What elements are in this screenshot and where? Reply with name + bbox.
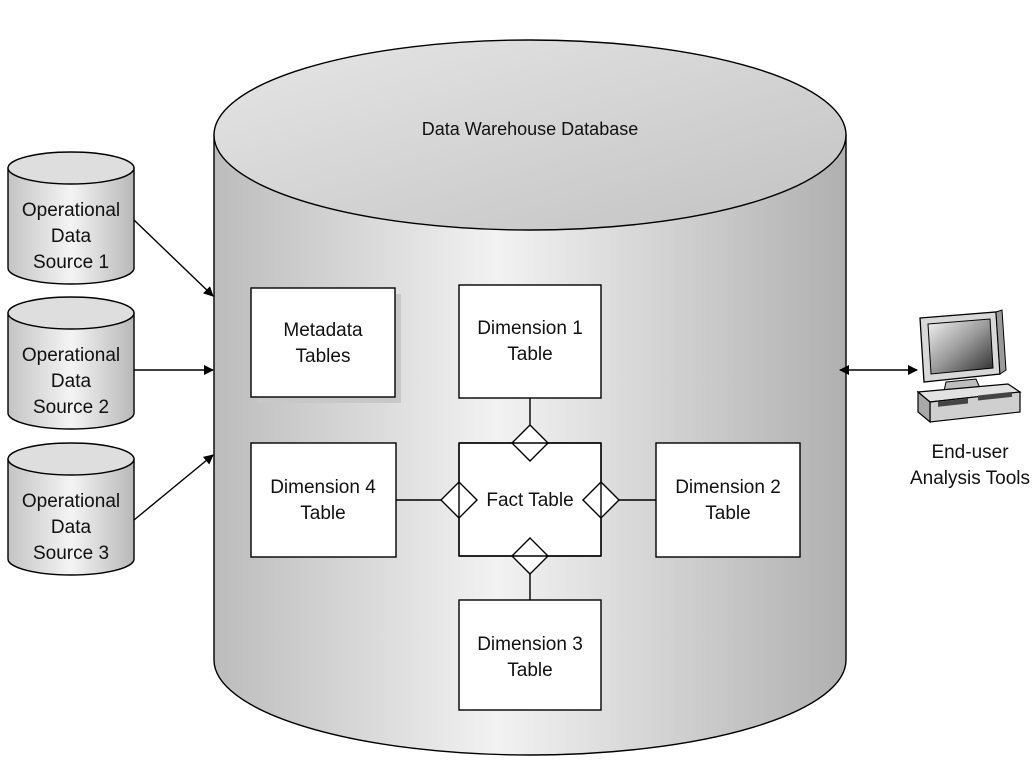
source-1-label-line-1: Operational: [22, 200, 120, 221]
source-1-label-line-2: Data: [51, 226, 92, 247]
source-1-label-line-3: Source 1: [33, 252, 109, 273]
source-3-label-line-2: Data: [51, 517, 92, 538]
arrow-source-3-to-warehouse: [133, 454, 214, 521]
dimension-2-table-box: Dimension 2 Table: [655, 442, 801, 558]
dim2-label-line-2: Table: [705, 503, 750, 524]
dimension-1-table-box: Dimension 1 Table: [458, 284, 602, 399]
dim1-label-line-2: Table: [507, 344, 552, 365]
metadata-label-line-1: Metadata: [283, 320, 363, 341]
source-2-label-line-2: Data: [51, 371, 92, 392]
dim4-label-line-1: Dimension 4: [270, 477, 376, 498]
warehouse-title: Data Warehouse Database: [422, 119, 638, 139]
dim4-label-line-2: Table: [300, 503, 345, 524]
source-2-label-line-1: Operational: [22, 345, 120, 366]
source-2-label-line-3: Source 2: [33, 397, 109, 418]
source-cylinder-2: Operational Data Source 2: [7, 296, 135, 430]
source-cylinder-3: Operational Data Source 3: [7, 442, 135, 576]
dim2-label-line-1: Dimension 2: [675, 477, 781, 498]
computer-workstation-icon: [916, 309, 1022, 424]
dimension-3-table-box: Dimension 3 Table: [458, 599, 602, 711]
metadata-label-line-2: Tables: [296, 346, 351, 367]
dimension-4-table-box: Dimension 4 Table: [250, 442, 397, 558]
metadata-tables-box: Metadata Tables: [250, 287, 401, 403]
source-3-label-line-3: Source 3: [33, 543, 109, 564]
arrow-source-1-to-warehouse: [133, 219, 214, 297]
source-cylinder-1: Operational Data Source 1: [7, 151, 135, 285]
dim3-label-line-2: Table: [507, 660, 552, 681]
enduser-label-line-1: End-user: [931, 442, 1009, 463]
dim1-label-line-1: Dimension 1: [477, 318, 583, 339]
source-3-label-line-1: Operational: [22, 491, 120, 512]
enduser-label-line-2: Analysis Tools: [910, 468, 1030, 489]
fact-label: Fact Table: [486, 490, 573, 511]
dim3-label-line-1: Dimension 3: [477, 634, 583, 655]
